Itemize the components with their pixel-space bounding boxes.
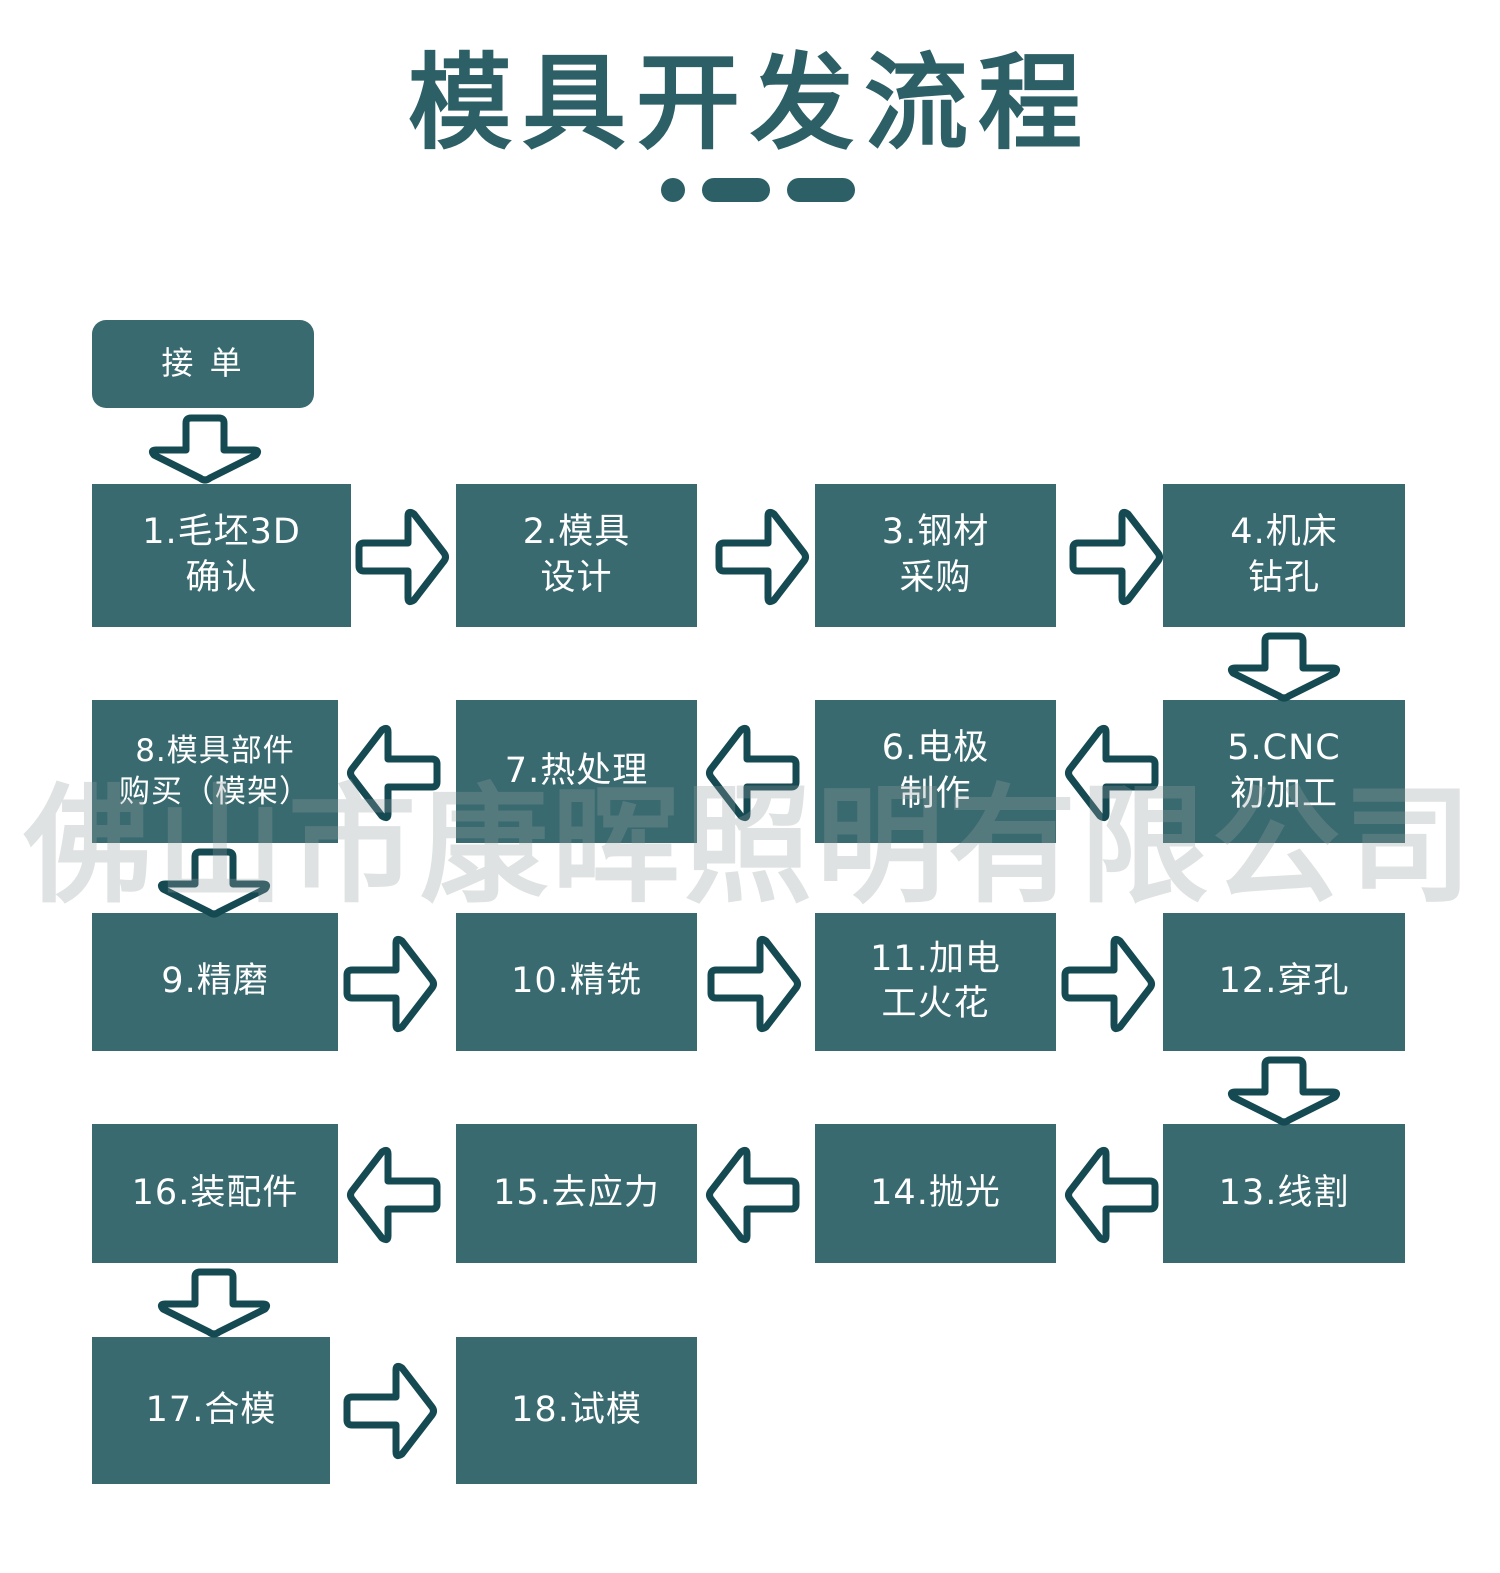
page-title: 模具开发流程 <box>407 42 1092 164</box>
connector-arrow-down-12-to-13 <box>1225 1056 1343 1126</box>
connector-arrow-right-11-to-12 <box>1061 935 1156 1033</box>
flow-node-10[interactable]: 10.精铣 <box>456 913 697 1051</box>
connector-arrow-right-3-to-4 <box>1069 508 1164 606</box>
decoration-dot-icon <box>661 177 685 202</box>
connector-arrow-left-7-to-8 <box>346 724 441 822</box>
flow-node-2[interactable]: 2.模具 设计 <box>456 484 697 627</box>
flow-node-11[interactable]: 11.加电 工火花 <box>815 913 1056 1051</box>
title-block: 模具开发流程 <box>0 42 1500 202</box>
flow-node-17[interactable]: 17.合模 <box>92 1337 330 1484</box>
connector-arrow-down-8-to-9 <box>155 848 273 918</box>
flow-node-15[interactable]: 15.去应力 <box>456 1124 697 1263</box>
connector-arrow-left-15-to-16 <box>346 1146 441 1244</box>
flow-node-5[interactable]: 5.CNC 初加工 <box>1163 700 1405 843</box>
connector-arrow-right-17-to-18 <box>343 1362 438 1460</box>
flow-node-6[interactable]: 6.电极 制作 <box>815 700 1056 843</box>
flow-node-8[interactable]: 8.模具部件 购买（模架） <box>92 700 338 843</box>
connector-arrow-right-9-to-10 <box>343 935 438 1033</box>
connector-arrow-right-1-to-2 <box>355 508 450 606</box>
connector-arrow-left-6-to-7 <box>705 724 800 822</box>
flow-node-12[interactable]: 12.穿孔 <box>1163 913 1405 1051</box>
connector-arrow-right-2-to-3 <box>715 508 810 606</box>
decoration-dash-icon-1 <box>702 177 770 202</box>
decoration-dash-icon-2 <box>787 177 855 202</box>
connector-arrow-left-13-to-14 <box>1064 1146 1159 1244</box>
connector-arrow-down-4-to-5 <box>1225 632 1343 702</box>
flow-node-16[interactable]: 16.装配件 <box>92 1124 338 1263</box>
connector-arrow-down-start-to-1 <box>146 414 264 484</box>
connector-arrow-left-14-to-15 <box>705 1146 800 1244</box>
flow-node-14[interactable]: 14.抛光 <box>815 1124 1056 1263</box>
flow-node-4[interactable]: 4.机床 钻孔 <box>1163 484 1405 627</box>
connector-arrow-left-5-to-6 <box>1064 724 1159 822</box>
flow-node-9[interactable]: 9.精磨 <box>92 913 338 1051</box>
flow-node-18[interactable]: 18.试模 <box>456 1337 697 1484</box>
title-decoration <box>8 177 1500 202</box>
flow-node-3[interactable]: 3.钢材 采购 <box>815 484 1056 627</box>
connector-arrow-right-10-to-11 <box>707 935 802 1033</box>
flow-node-1[interactable]: 1.毛坯3D 确认 <box>92 484 351 627</box>
flow-node-7[interactable]: 7.热处理 <box>456 700 697 843</box>
flow-node-start[interactable]: 接 单 <box>92 320 314 408</box>
connector-arrow-down-16-to-17 <box>155 1268 273 1338</box>
flow-node-13[interactable]: 13.线割 <box>1163 1124 1405 1263</box>
